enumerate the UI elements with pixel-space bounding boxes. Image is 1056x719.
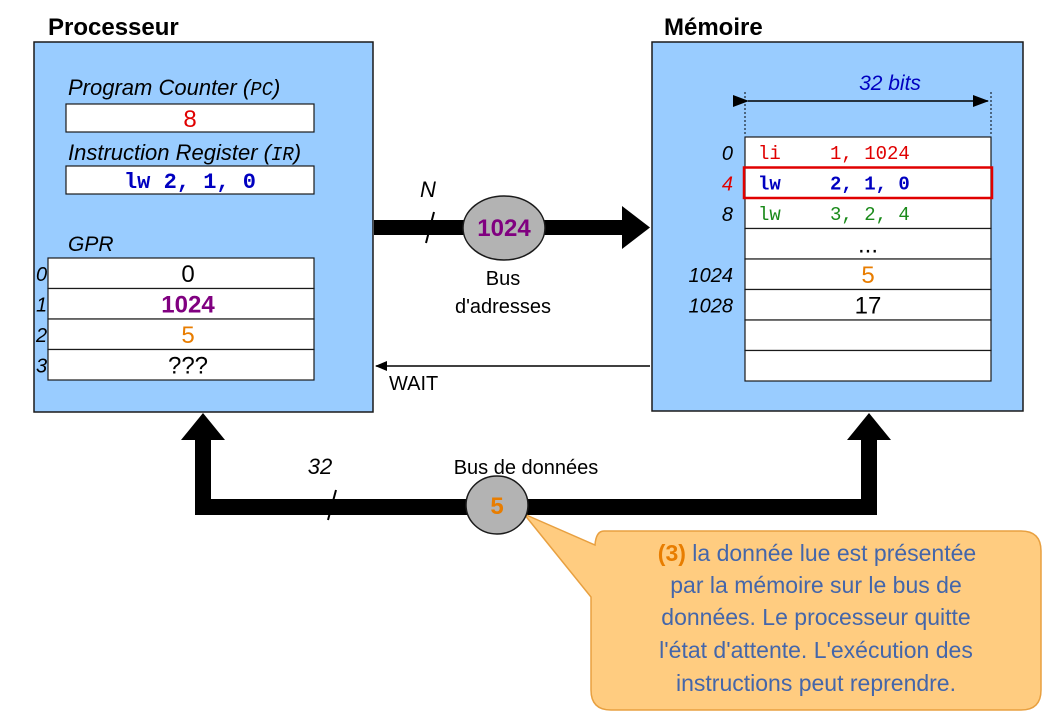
callout-text: (3) la donnée lue est présentée par la m… — [658, 540, 976, 696]
memory-cell — [744, 197, 992, 230]
address-bus-arrowhead — [622, 206, 650, 249]
pc-register — [65, 103, 315, 133]
gpr-cell — [47, 348, 315, 381]
data-bus-width-tick — [327, 489, 337, 521]
address-bus-width: N — [420, 177, 436, 202]
current-instruction-highlight — [742, 166, 994, 200]
gpr-index: 1 — [36, 295, 47, 317]
ir-label: Instruction Register (IR) — [68, 140, 301, 166]
memory-cell — [744, 349, 992, 382]
memory-operands: 2, 1, 0 — [830, 174, 910, 196]
gpr-value: 0 — [181, 261, 194, 288]
memory-address: 1024 — [689, 265, 734, 287]
memory-cell — [744, 288, 992, 321]
gpr-cell — [47, 257, 315, 290]
address-bus-label-line1: Bus — [486, 268, 520, 290]
explanation-callout — [523, 513, 1042, 711]
memory-value: ... — [858, 232, 878, 259]
callout-line-4: l'état d'attente. L'exécution des — [659, 637, 973, 663]
data-bus-width: 32 — [308, 454, 332, 479]
memory-cells: 0 li 1, 1024 4 lw 2, 1, 0 8 lw 3, 2, 4... 1024 5 10… — [689, 136, 994, 382]
data-bus-arrow-to-processor — [181, 413, 225, 440]
callout-line-5: instructions peut reprendre. — [676, 670, 956, 696]
memory-operands: 1, 1024 — [830, 143, 910, 165]
memory-cell — [744, 319, 992, 352]
gpr-value: 5 — [181, 322, 194, 349]
memory-cell — [744, 136, 992, 169]
memory-cell — [744, 166, 992, 199]
memory-value: 17 — [855, 293, 882, 320]
memory-opcode: lw — [758, 204, 781, 226]
data-bus-label: Bus de données — [454, 457, 599, 479]
gpr-index: 2 — [35, 325, 47, 347]
gpr-label: GPR — [68, 233, 114, 256]
pc-label: Program Counter (PC) — [68, 75, 280, 101]
gpr-index: 3 — [36, 356, 47, 378]
gpr-value: 1024 — [161, 292, 215, 319]
wait-signal-label: WAIT — [389, 373, 438, 395]
ir-register — [65, 165, 315, 195]
memory-opcode: li — [758, 143, 781, 165]
gpr-index: 0 — [36, 264, 47, 286]
data-bus-value: 5 — [490, 493, 503, 520]
memory-width-label: 32 bits — [859, 72, 921, 95]
memory-address: 1028 — [689, 296, 734, 318]
memory-cell — [744, 227, 992, 260]
data-bus-line — [195, 440, 877, 515]
callout-line-1: (3) la donnée lue est présentée — [658, 540, 976, 566]
address-bus-value-node — [462, 195, 546, 261]
memory-title: Mémoire — [664, 14, 763, 41]
memory-address: 8 — [722, 204, 733, 226]
gpr-cell — [47, 318, 315, 351]
memory-address: 0 — [722, 143, 733, 165]
memory-cell — [744, 258, 992, 291]
memory-value: 5 — [861, 262, 874, 289]
data-bus-value-node — [465, 475, 529, 535]
ir-value: lw 2, 1, 0 — [124, 170, 256, 195]
memory-operands: 3, 2, 4 — [830, 204, 910, 226]
callout-line-3: données. Le processeur quitte — [661, 604, 970, 630]
address-bus-label-line2: d'adresses — [455, 296, 551, 318]
memory-opcode: lw — [758, 174, 781, 196]
processor-title: Processeur — [48, 14, 179, 41]
gpr-register-file: 0 0 1 1024 2 5 3??? — [35, 257, 315, 381]
memory-address: 4 — [722, 174, 733, 196]
gpr-value: ??? — [168, 353, 208, 380]
address-bus-value: 1024 — [477, 215, 531, 242]
callout-line-2: par la mémoire sur le bus de — [670, 572, 961, 598]
address-bus-width-tick — [425, 211, 435, 244]
data-bus-arrow-to-memory — [847, 413, 891, 440]
pc-value: 8 — [183, 106, 196, 133]
